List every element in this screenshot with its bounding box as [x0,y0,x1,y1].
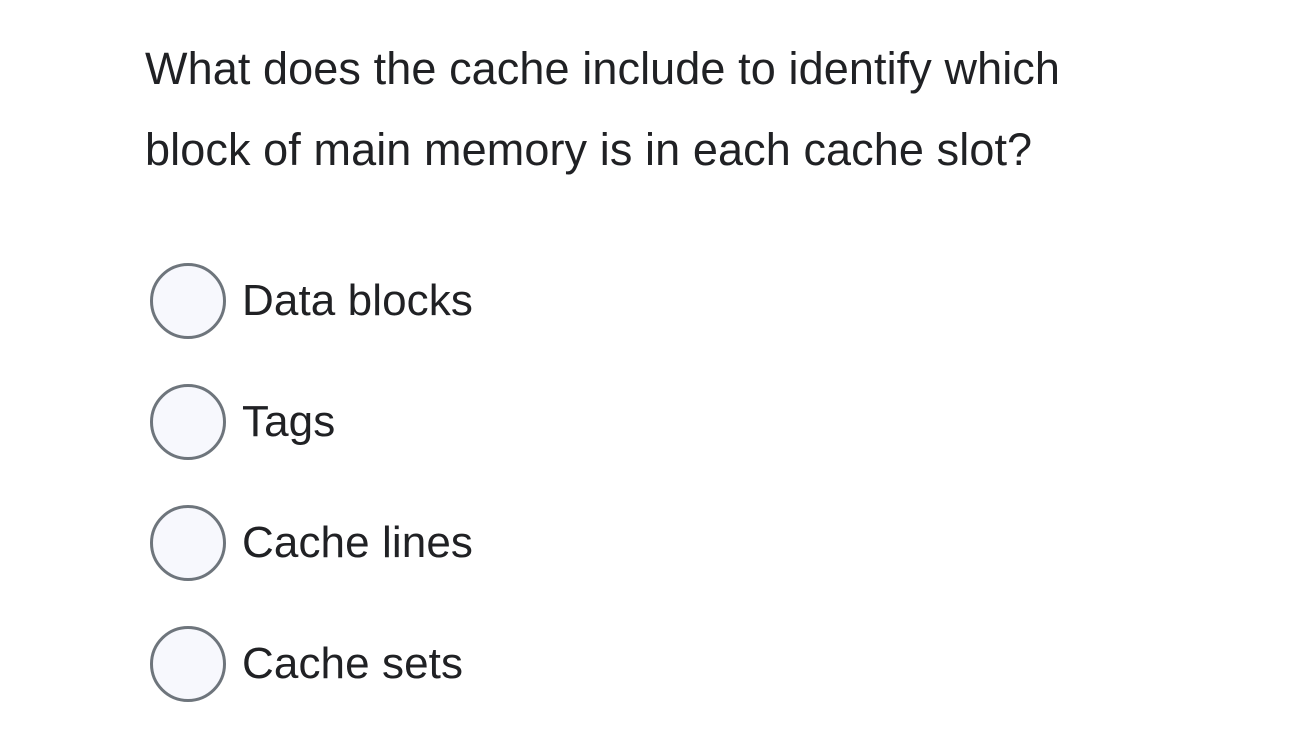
question-text: What does the cache include to identify … [145,43,1073,175]
radio-button-icon[interactable] [150,263,226,339]
option-label: Cache sets [242,639,464,688]
radio-button-icon[interactable] [150,384,226,460]
option-label: Data blocks [242,276,473,325]
option-row[interactable]: Data blocks [150,263,1150,339]
question-block: What does the cache include to identify … [145,28,1155,190]
option-row[interactable]: Cache sets [150,626,1150,702]
option-row[interactable]: Tags [150,384,1150,460]
option-label: Tags [242,397,336,446]
option-row[interactable]: Cache lines [150,505,1150,581]
radio-button-icon[interactable] [150,505,226,581]
option-label: Cache lines [242,518,474,567]
radio-button-icon[interactable] [150,626,226,702]
